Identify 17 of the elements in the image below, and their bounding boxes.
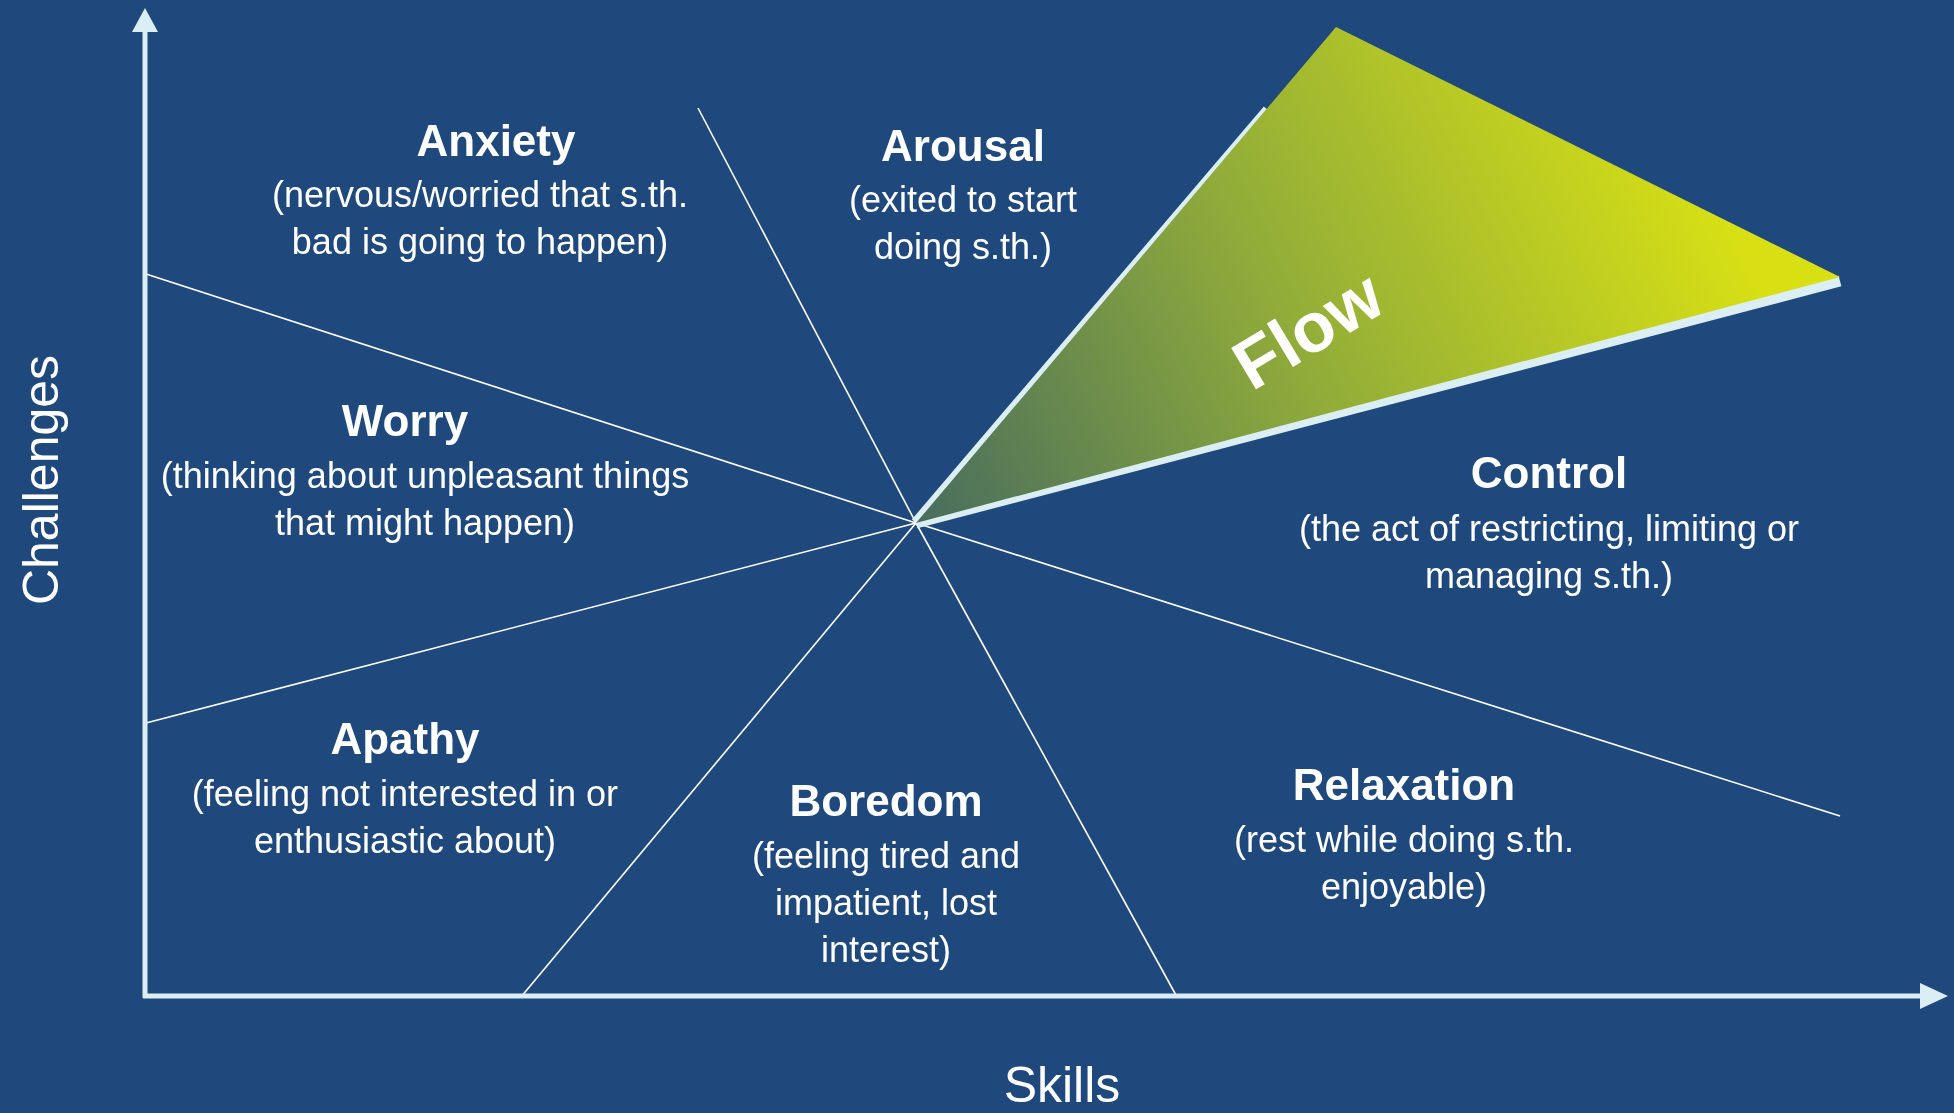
zone-title: Anxiety [415, 115, 577, 167]
zone-description: (rest while doing s.th. enjoyable) [1232, 818, 1576, 909]
axis-title: Skills [1002, 1060, 1122, 1110]
zone-title: Control [1469, 447, 1629, 499]
zone-description: (feeling not interested in or enthusiastic about) [190, 772, 620, 863]
flow-label: Flow [1221, 258, 1395, 402]
zone-title: Boredom [788, 775, 984, 827]
zone-description: (nervous/worried that s.th. bad is going to happen) [270, 173, 690, 264]
zone-description: (exited to start doing s.th.) [847, 178, 1079, 269]
zone-description: (feeling tired and impatient, lost interest) [750, 834, 1022, 972]
zone-description: (thinking about unpleasant things that might happen) [159, 454, 691, 545]
zone-title: Arousal [880, 120, 1046, 172]
zone-title: Apathy [329, 713, 481, 765]
zone-description: (the act of restricting, limiting or managing s.th.) [1297, 507, 1801, 598]
zone-title: Relaxation [1291, 759, 1517, 811]
axis-title: Challenges [16, 354, 66, 606]
zone-title: Worry [340, 395, 470, 447]
